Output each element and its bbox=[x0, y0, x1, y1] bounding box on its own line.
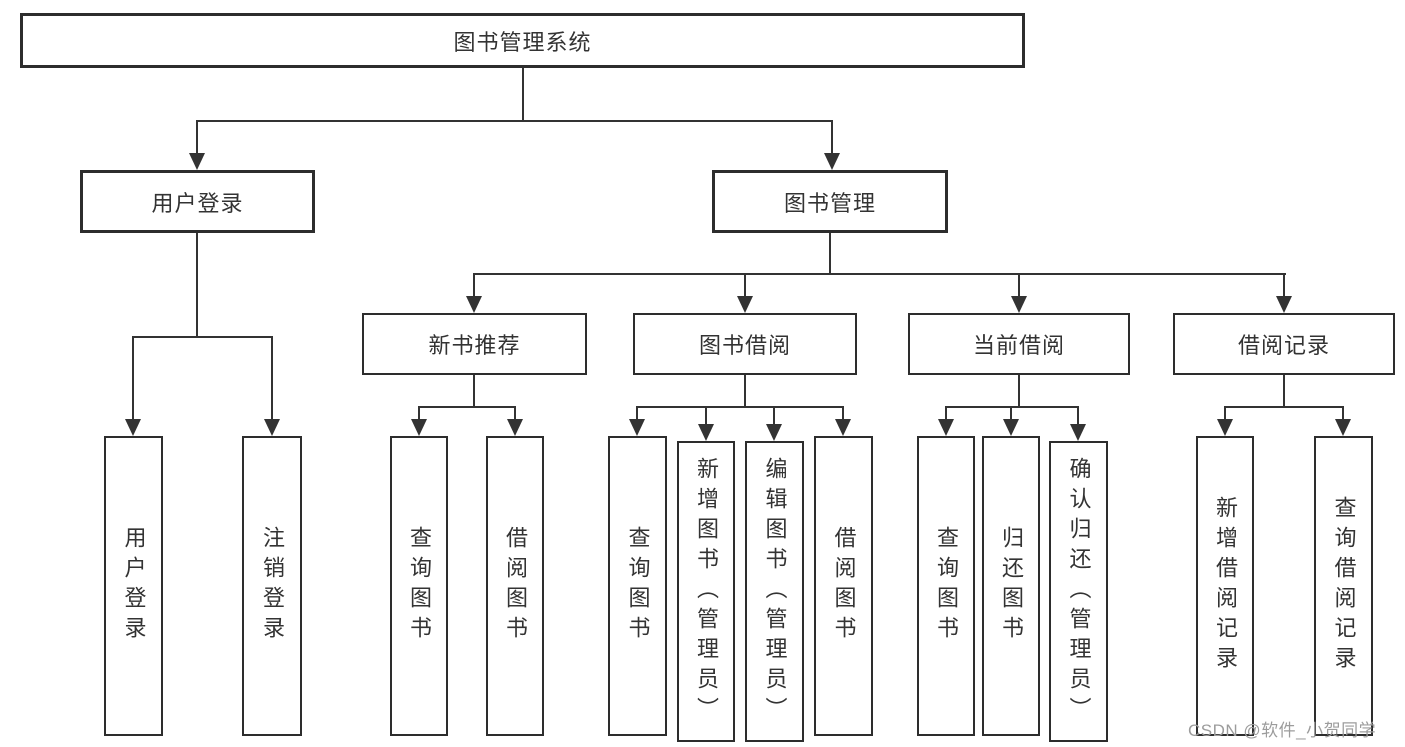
arrowhead bbox=[264, 419, 280, 436]
leaf-confirm-return-admin: 确认归还（管理员） bbox=[1049, 441, 1108, 742]
leaf-return-books: 归还图书 bbox=[982, 436, 1040, 736]
leaf-return-books-label: 归还图书 bbox=[999, 526, 1024, 646]
connector-line bbox=[473, 273, 475, 300]
connector-line bbox=[1283, 375, 1285, 408]
leaf-borrowing-query-books-label: 查询图书 bbox=[625, 526, 651, 646]
leaf-recommend-query-books-label: 查询图书 bbox=[407, 526, 432, 646]
connector-line bbox=[1283, 273, 1285, 300]
arrowhead bbox=[938, 419, 954, 436]
arrowhead bbox=[1070, 424, 1086, 441]
node-new-book-recommend-label: 新书推荐 bbox=[428, 333, 521, 358]
leaf-query-borrow-record: 查询借阅记录 bbox=[1314, 436, 1373, 736]
connector-line bbox=[196, 120, 198, 158]
leaf-add-books-admin: 新增图书（管理员） bbox=[677, 441, 735, 742]
leaf-borrowing-query-books: 查询图书 bbox=[608, 436, 667, 736]
connector-line bbox=[473, 375, 475, 408]
node-current-borrowing-label: 当前借阅 bbox=[972, 333, 1065, 358]
connector-line bbox=[831, 120, 833, 158]
leaf-current-query-books: 查询图书 bbox=[917, 436, 975, 736]
node-root: 图书管理系统 bbox=[20, 13, 1025, 68]
node-user-login: 用户登录 bbox=[80, 170, 315, 233]
leaf-query-borrow-record-label: 查询借阅记录 bbox=[1331, 496, 1357, 676]
leaf-borrowing-borrow-books: 借阅图书 bbox=[814, 436, 873, 736]
connector-line bbox=[1010, 406, 1012, 422]
connector-line bbox=[636, 406, 844, 408]
arrowhead bbox=[466, 296, 482, 313]
leaf-borrowing-borrow-books-label: 借阅图书 bbox=[831, 526, 857, 646]
connector-line bbox=[271, 336, 273, 423]
connector-line bbox=[1077, 406, 1079, 427]
arrowhead bbox=[824, 153, 840, 170]
connector-line bbox=[829, 233, 831, 275]
connector-line bbox=[132, 336, 273, 338]
leaf-user-login: 用户登录 bbox=[104, 436, 163, 736]
arrowhead bbox=[698, 424, 714, 441]
arrowhead bbox=[1003, 419, 1019, 436]
connector-line bbox=[744, 375, 746, 408]
node-user-login-label: 用户登录 bbox=[151, 190, 244, 216]
arrowhead bbox=[189, 153, 205, 170]
arrowhead bbox=[1217, 419, 1233, 436]
leaf-logout: 注销登录 bbox=[242, 436, 302, 736]
arrowhead bbox=[125, 419, 141, 436]
connector-line bbox=[1018, 375, 1020, 408]
connector-line bbox=[132, 336, 134, 423]
connector-line bbox=[842, 406, 844, 422]
leaf-add-books-admin-label: 新增图书（管理员） bbox=[694, 456, 719, 727]
node-book-management-label: 图书管理 bbox=[783, 190, 876, 216]
connector-line bbox=[773, 406, 775, 427]
connector-line bbox=[945, 406, 947, 422]
connector-line bbox=[744, 273, 746, 300]
leaf-add-borrow-record: 新增借阅记录 bbox=[1196, 436, 1254, 736]
leaf-current-query-books-label: 查询图书 bbox=[934, 526, 959, 646]
connector-line bbox=[514, 406, 516, 422]
connector-line bbox=[522, 68, 524, 122]
leaf-recommend-borrow-books: 借阅图书 bbox=[486, 436, 544, 736]
connector-line bbox=[418, 406, 516, 408]
arrowhead bbox=[737, 296, 753, 313]
connector-line bbox=[945, 406, 1079, 408]
node-new-book-recommend: 新书推荐 bbox=[362, 313, 587, 375]
arrowhead bbox=[1335, 419, 1351, 436]
connector-line bbox=[196, 233, 198, 338]
connector-line bbox=[1018, 273, 1020, 300]
arrowhead bbox=[1011, 296, 1027, 313]
node-current-borrowing: 当前借阅 bbox=[908, 313, 1130, 375]
connector-line bbox=[1224, 406, 1226, 422]
node-root-label: 图书管理系统 bbox=[453, 29, 592, 55]
leaf-add-borrow-record-label: 新增借阅记录 bbox=[1213, 496, 1238, 676]
leaf-edit-books-admin-label: 编辑图书（管理员） bbox=[762, 456, 788, 727]
connector-line bbox=[1224, 406, 1344, 408]
leaf-logout-label: 注销登录 bbox=[260, 526, 285, 646]
leaf-edit-books-admin: 编辑图书（管理员） bbox=[745, 441, 804, 742]
leaf-recommend-query-books: 查询图书 bbox=[390, 436, 448, 736]
arrowhead bbox=[629, 419, 645, 436]
connector-line bbox=[1342, 406, 1344, 422]
arrowhead bbox=[1276, 296, 1292, 313]
node-borrow-records: 借阅记录 bbox=[1173, 313, 1395, 375]
leaf-confirm-return-admin-label: 确认归还（管理员） bbox=[1066, 456, 1092, 727]
connector-line bbox=[473, 273, 1286, 275]
node-book-management: 图书管理 bbox=[712, 170, 948, 233]
leaf-user-login-label: 用户登录 bbox=[121, 526, 147, 646]
node-book-borrowing-label: 图书借阅 bbox=[698, 333, 791, 358]
arrowhead bbox=[411, 419, 427, 436]
csdn-watermark: CSDN @软件_小贺同学 bbox=[1188, 721, 1377, 740]
arrowhead bbox=[507, 419, 523, 436]
leaf-recommend-borrow-books-label: 借阅图书 bbox=[503, 526, 528, 646]
connector-line bbox=[196, 120, 833, 122]
node-borrow-records-label: 借阅记录 bbox=[1237, 333, 1330, 358]
node-book-borrowing: 图书借阅 bbox=[633, 313, 857, 375]
connector-line bbox=[418, 406, 420, 422]
arrowhead bbox=[835, 419, 851, 436]
connector-line bbox=[705, 406, 707, 427]
arrowhead bbox=[766, 424, 782, 441]
connector-line bbox=[636, 406, 638, 422]
